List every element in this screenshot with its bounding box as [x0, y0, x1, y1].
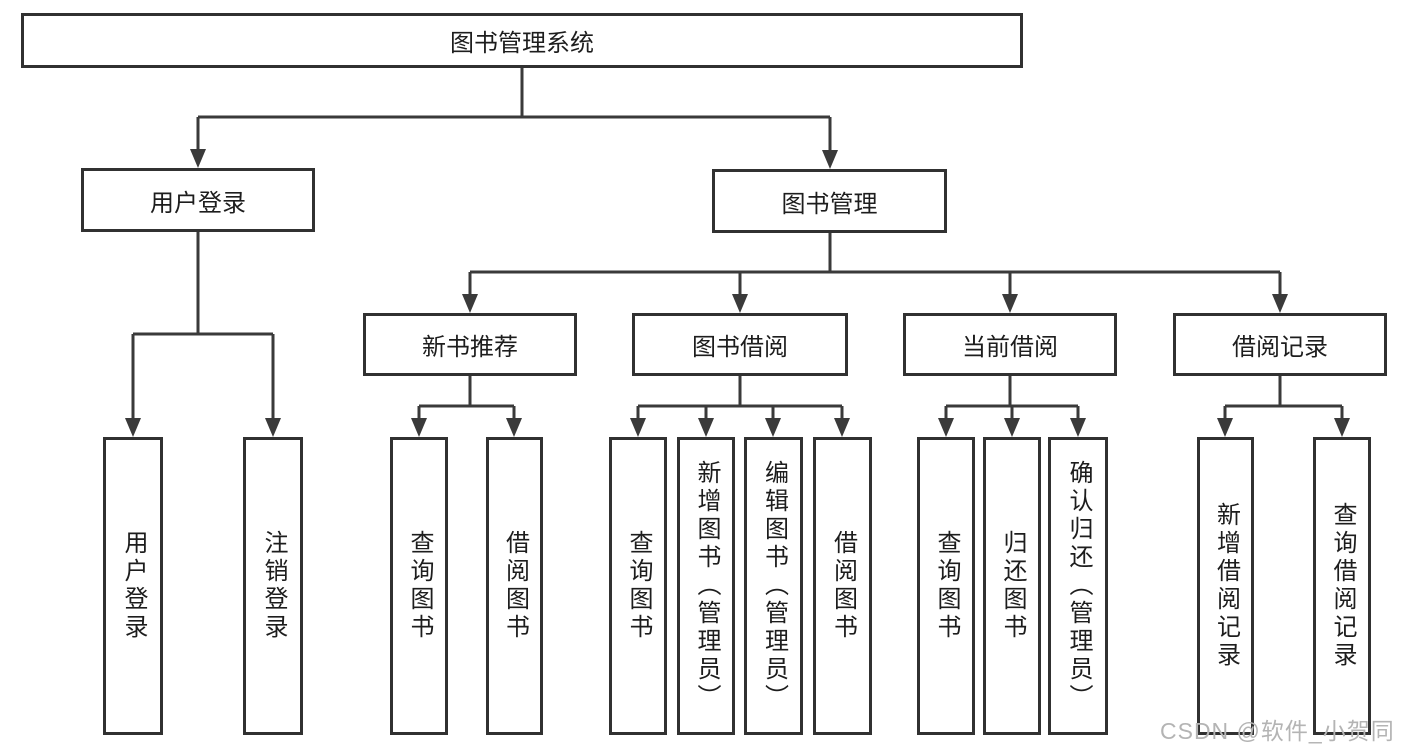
connector-root-to-level2	[190, 68, 838, 169]
node-user-login: 用户登录	[81, 168, 315, 232]
arrowhead-icon	[1004, 418, 1020, 437]
node-borrow-records: 借阅记录	[1173, 313, 1387, 376]
arrowhead-icon	[462, 294, 478, 313]
arrowhead-icon	[732, 294, 748, 313]
leaf-add-borrow-record: 新增借阅记录	[1197, 437, 1254, 735]
leaf-borrow-books: 借阅图书	[813, 437, 872, 735]
leaf-query-borrow-record: 查询借阅记录	[1313, 437, 1371, 735]
connector-current-to-leaves	[938, 376, 1086, 437]
connector-user-login-to-leaves	[125, 232, 281, 437]
arrowhead-icon	[265, 418, 281, 437]
connector-recommend-to-leaves	[411, 376, 522, 437]
arrowhead-icon	[630, 418, 646, 437]
arrowhead-icon	[1002, 294, 1018, 313]
arrowhead-icon	[938, 418, 954, 437]
connector-line	[468, 233, 1282, 296]
csdn-watermark: CSDN @软件_小贺同学	[1160, 718, 1395, 744]
leaf-user-login: 用户登录	[103, 437, 163, 735]
arrowhead-icon	[190, 149, 206, 168]
arrowhead-icon	[698, 418, 714, 437]
arrowhead-icon	[765, 418, 781, 437]
leaf-logout: 注销登录	[243, 437, 303, 735]
node-current-borrow: 当前借阅	[903, 313, 1117, 376]
connector-line	[417, 376, 516, 420]
node-root-system: 图书管理系统	[21, 13, 1023, 68]
connector-borrow-to-leaves	[630, 376, 850, 437]
connector-line	[1223, 376, 1344, 420]
connector-line	[131, 232, 275, 420]
arrowhead-icon	[834, 418, 850, 437]
connector-line	[636, 376, 844, 420]
arrowhead-icon	[411, 418, 427, 437]
connector-book-management-to-level3	[462, 233, 1288, 313]
leaf-add-books-admin: 新增图书（管理员）	[677, 437, 735, 735]
leaf-query-books-current: 查询图书	[917, 437, 975, 735]
arrowhead-icon	[1217, 418, 1233, 437]
arrowhead-icon	[125, 418, 141, 437]
leaf-return-books: 归还图书	[983, 437, 1041, 735]
arrowhead-icon	[1334, 418, 1350, 437]
node-book-borrow: 图书借阅	[632, 313, 848, 376]
connector-records-to-leaves	[1217, 376, 1350, 437]
node-new-book-recommend: 新书推荐	[363, 313, 577, 376]
leaf-edit-books-admin: 编辑图书（管理员）	[744, 437, 803, 735]
connector-line	[196, 68, 832, 152]
leaf-query-books-borrow: 查询图书	[609, 437, 667, 735]
connector-line	[944, 376, 1080, 420]
arrowhead-icon	[1272, 294, 1288, 313]
node-book-management: 图书管理	[712, 169, 947, 233]
leaf-query-books-recommend: 查询图书	[390, 437, 448, 735]
arrowhead-icon	[822, 150, 838, 169]
arrowhead-icon	[506, 418, 522, 437]
arrowhead-icon	[1070, 418, 1086, 437]
leaf-confirm-return-admin: 确认归还（管理员）	[1048, 437, 1108, 735]
leaf-borrow-books-recommend: 借阅图书	[486, 437, 543, 735]
